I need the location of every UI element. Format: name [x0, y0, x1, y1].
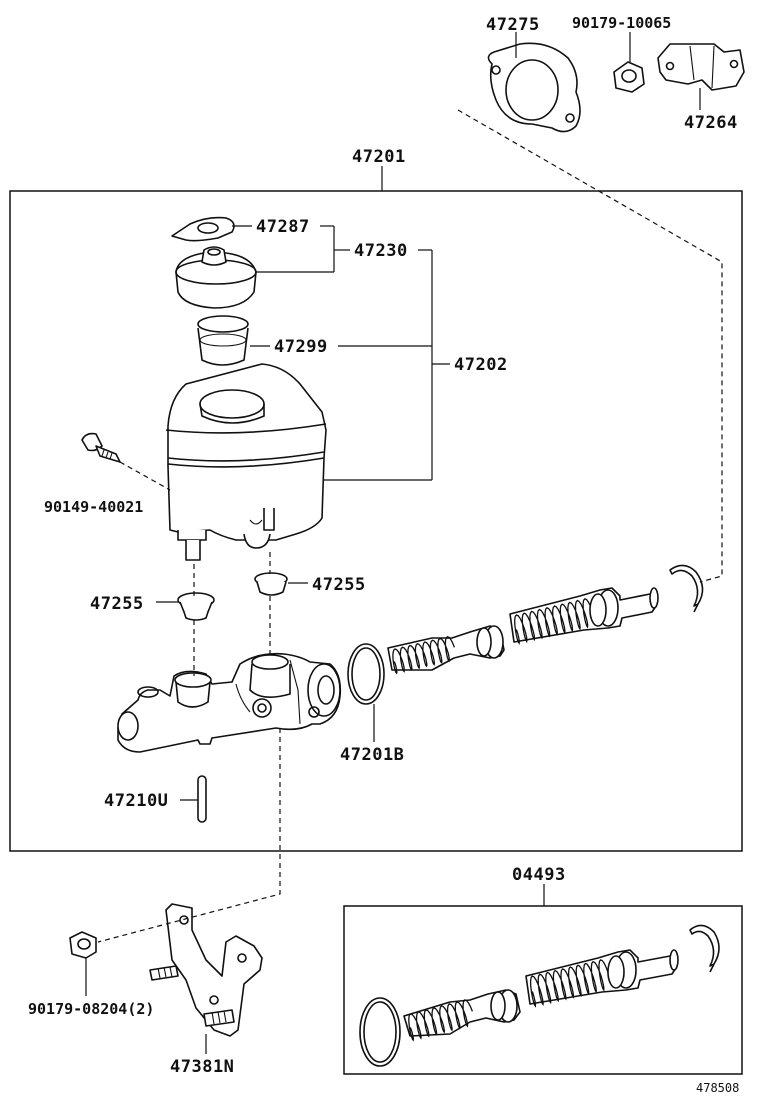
label-90179-10065: 90179-10065: [572, 14, 671, 32]
label-47255-right: 47255: [312, 575, 366, 595]
part-master-cylinder-body[interactable]: [117, 652, 342, 753]
label-47255-left: 47255: [90, 594, 144, 614]
figure-id: 478508: [696, 1081, 739, 1095]
part-piston-set-main[interactable]: [387, 587, 659, 675]
label-90179-08204: 90179-08204(2): [28, 1000, 154, 1018]
part-pin-47210U[interactable]: [197, 775, 207, 823]
assembly-frame-47201: [9, 190, 743, 852]
label-47287: 47287: [256, 217, 310, 237]
label-47264: 47264: [684, 113, 738, 133]
label-47201: 47201: [352, 147, 406, 167]
kit-frame-04493: [343, 905, 743, 1075]
label-47201B: 47201B: [340, 745, 404, 765]
part-kit-o-ring[interactable]: [359, 997, 401, 1067]
part-o-ring-47201B[interactable]: [347, 643, 385, 705]
label-47299: 47299: [274, 337, 328, 357]
part-bolt-90149-40021[interactable]: [81, 432, 121, 463]
part-gasket-47275[interactable]: [487, 42, 581, 133]
part-kit-piston-set[interactable]: [403, 949, 679, 1042]
part-snap-ring-main[interactable]: [669, 564, 704, 613]
part-grommet-47255-right[interactable]: [254, 572, 288, 596]
part-strainer-47299[interactable]: [197, 315, 249, 366]
callout-labels: 47275 90179-10065 47264 47201 47287 4723…: [28, 14, 739, 1095]
label-47202: 47202: [454, 355, 508, 375]
label-04493: 04493: [512, 865, 566, 885]
label-47381N: 47381N: [170, 1057, 234, 1077]
leader-lines: [85, 32, 701, 1054]
part-nut-90179-10065[interactable]: [613, 61, 645, 93]
part-reservoir-cap-47230[interactable]: [175, 246, 257, 309]
label-47210U: 47210U: [104, 791, 168, 811]
label-90149-40021: 90149-40021: [44, 498, 143, 516]
label-47275: 47275: [486, 15, 540, 35]
part-reservoir-47202[interactable]: [165, 363, 327, 561]
part-bracket-47381N[interactable]: [149, 903, 263, 1037]
dashed-lines: [97, 109, 723, 943]
part-kit-snap-ring[interactable]: [689, 924, 720, 973]
part-cap-gasket-47287[interactable]: [171, 216, 235, 242]
label-47230: 47230: [354, 241, 408, 261]
part-bracket-47264[interactable]: [657, 43, 745, 91]
part-nut-90179-08204[interactable]: [69, 931, 97, 959]
part-grommet-47255-left[interactable]: [177, 592, 215, 621]
